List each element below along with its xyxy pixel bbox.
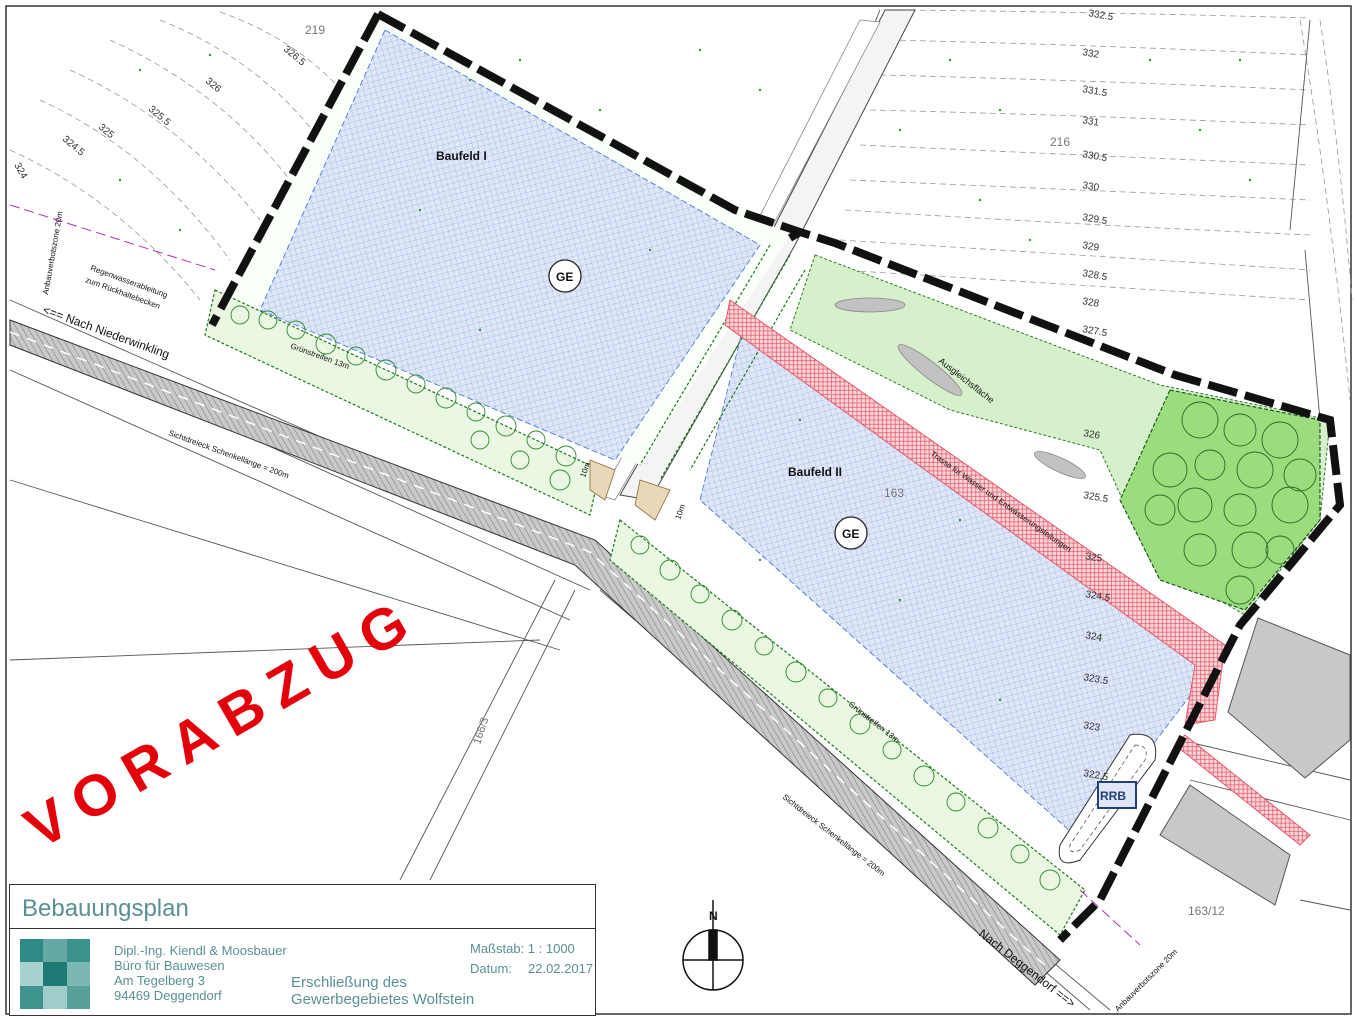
north-label: N — [709, 909, 718, 923]
building-2 — [1159, 784, 1291, 906]
office-line-3: Am Tegelberg 3 — [114, 973, 205, 988]
project-line-2: Gewerbegebietes Wolfstein — [291, 991, 475, 1008]
terrain-dots — [118, 48, 1252, 702]
ge-circle-1 — [548, 259, 582, 293]
scale-label: Maßstab: 1 : 1000 — [470, 941, 575, 956]
main-road — [9, 319, 1061, 986]
date-label: Datum: — [470, 961, 512, 976]
contour-label: 323.5 — [1082, 672, 1109, 687]
office-line-4: 94469 Deggendorf — [114, 988, 222, 1003]
plan-boundary-line — [376, 10, 1345, 943]
contour-label: 328.5 — [1081, 268, 1108, 283]
gray-islands — [834, 297, 1086, 479]
contour-label: 329.5 — [1081, 212, 1108, 227]
contour-label: 325 — [1084, 551, 1103, 565]
contour-label: 330.5 — [1081, 149, 1108, 164]
junction-details — [589, 459, 671, 521]
contour-label: 323 — [1082, 720, 1101, 734]
green-strip-left — [204, 289, 601, 516]
contour-label: 329 — [1081, 240, 1100, 254]
parcel-163: 163 — [884, 486, 904, 500]
magenta-line-1 — [9, 204, 216, 271]
ge-label-1: GE — [556, 270, 573, 284]
rrb-box — [1097, 781, 1137, 809]
vorabzug-stamp: VORABZUG — [14, 600, 431, 861]
contour-label: 332.5 — [1087, 8, 1114, 23]
baufeld-1-area — [259, 29, 761, 461]
rrb-label: RRB — [1100, 789, 1126, 803]
contour-label: 331.5 — [1081, 84, 1108, 99]
logo-tile — [20, 985, 44, 1009]
vorabzug-text: VORABZUG — [14, 600, 431, 861]
title-block-header: Bebauungsplan — [10, 885, 595, 929]
ge-circle-2 — [834, 516, 868, 550]
contour-label: 327.5 — [1081, 324, 1108, 339]
logo-tile — [66, 939, 90, 963]
office-logo — [20, 939, 90, 1009]
building-1 — [1227, 617, 1351, 779]
contour-label: 322.5 — [1082, 768, 1109, 783]
contour-label: 332 — [1081, 47, 1100, 61]
parcel-216: 216 — [1050, 135, 1070, 149]
logo-tile — [20, 939, 44, 963]
parcel-163-12: 163/12 — [1188, 904, 1225, 918]
magenta-line-2 — [1079, 889, 1141, 946]
forest-trees — [1144, 401, 1317, 605]
logo-tile — [43, 962, 67, 986]
logo-tile — [66, 985, 90, 1009]
ge-label-2: GE — [842, 527, 859, 541]
project-line-1: Erschließung des — [291, 974, 407, 991]
date-value: 22.02.2017 — [528, 961, 594, 976]
parcel-219: 219 — [305, 23, 325, 37]
title-block-title: Bebauungsplan — [22, 895, 189, 922]
contour-label: 325.5 — [1082, 490, 1109, 505]
logo-tile — [20, 962, 44, 986]
logo-tile — [43, 939, 67, 963]
green-strip-middle — [639, 244, 806, 481]
contour-label: 326 — [1082, 428, 1101, 442]
contour-label: 324.5 — [1084, 589, 1111, 604]
logo-tile — [66, 962, 90, 986]
office-line-1: Dipl.-Ing. Kiendl & Moosbauer — [114, 943, 287, 958]
contour-label: 328 — [1081, 296, 1100, 310]
contour-label: 324 — [1084, 630, 1103, 644]
contour-label: 330 — [1081, 180, 1100, 194]
contour-label: 331 — [1081, 115, 1100, 129]
north-arrow-icon — [682, 900, 744, 991]
logo-tile — [43, 985, 67, 1009]
title-block: Bebauungsplan Dipl.-Ing. Kiendl & Moosba… — [9, 884, 596, 1016]
baufeld-1-label: Baufeld I — [436, 149, 487, 163]
office-line-2: Büro für Bauwesen — [114, 958, 225, 973]
baufeld-2-label: Baufeld II — [788, 465, 842, 479]
